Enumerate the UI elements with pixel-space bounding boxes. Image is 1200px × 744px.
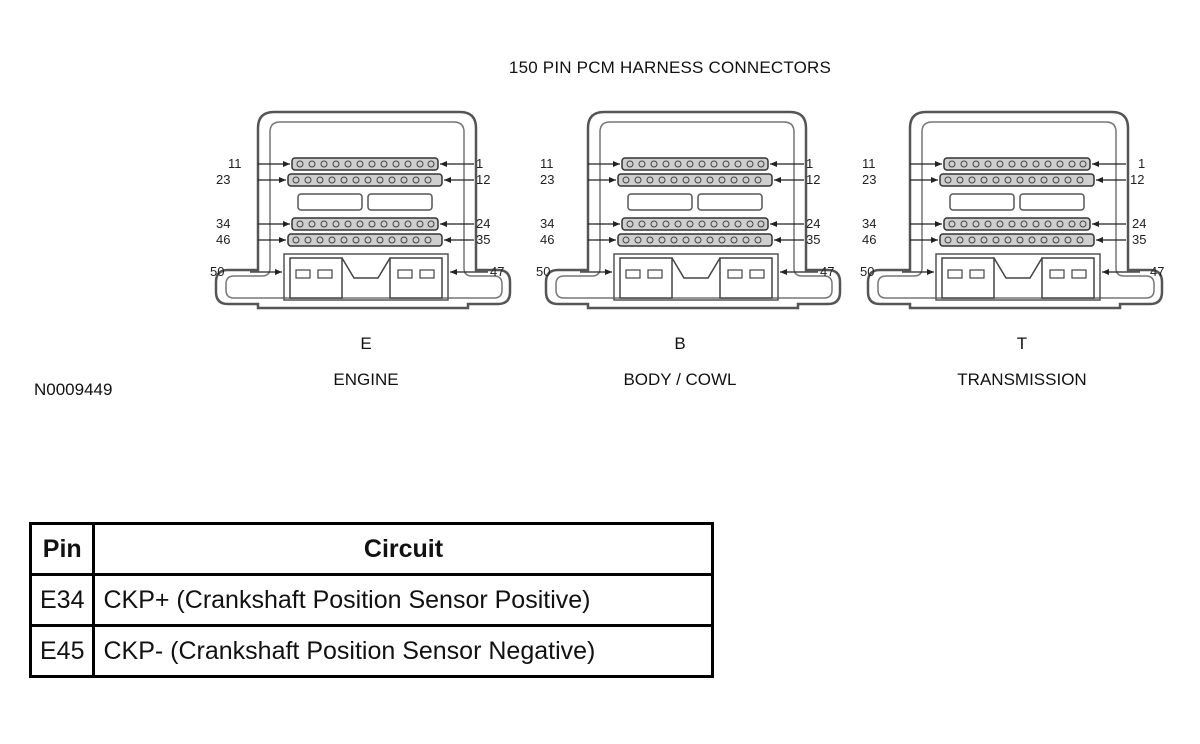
diagram-title: 150 PIN PCM HARNESS CONNECTORS	[508, 58, 832, 77]
pin-label: 11	[540, 156, 554, 171]
pin-label: 1	[806, 156, 813, 171]
connector-diagram: 11 23 34 46 50 1 12 24 35 47 11 23 34 46…	[210, 110, 1164, 310]
pin-label: 12	[1130, 172, 1144, 187]
pin-label: 23	[862, 172, 876, 187]
pin-label: 35	[1132, 232, 1146, 247]
pin-label: 23	[540, 172, 554, 187]
table-row: E45 CKP- (Crankshaft Position Sensor Neg…	[28, 624, 715, 678]
pin-label: 23	[216, 172, 230, 187]
pin-label: 34	[216, 216, 230, 231]
pin-label: 47	[1150, 264, 1164, 279]
connector-letter-b: B	[674, 334, 686, 353]
column-header-pin: Pin	[28, 522, 96, 576]
pin-label: 46	[540, 232, 554, 247]
pin-label: 1	[1138, 156, 1145, 171]
pin-label: 35	[476, 232, 490, 247]
pin-label: 46	[216, 232, 230, 247]
pin-label: 46	[862, 232, 876, 247]
connector-name-engine: ENGINE	[333, 370, 399, 389]
pin-label: 47	[820, 264, 834, 279]
pin-label: 50	[860, 264, 874, 279]
pin-label: 50	[210, 264, 224, 279]
pin-cell: E45	[28, 624, 96, 678]
table-row: E34 CKP+ (Crankshaft Position Sensor Pos…	[28, 573, 715, 627]
pin-label: 11	[228, 156, 242, 171]
pin-label: 24	[806, 216, 820, 231]
pin-label: 24	[476, 216, 490, 231]
connector-name-transmission: TRANSMISSION	[957, 370, 1087, 389]
pin-label: 34	[862, 216, 876, 231]
pin-label: 50	[536, 264, 550, 279]
circuit-cell: CKP- (Crankshaft Position Sensor Negativ…	[92, 624, 715, 678]
pin-circuit-table: Pin Circuit E34 CKP+ (Crankshaft Positio…	[28, 522, 715, 678]
pin-label: 35	[806, 232, 820, 247]
connector-letter-e: E	[360, 334, 372, 353]
pin-label: 34	[540, 216, 554, 231]
connector-engine: 11 23 34 46 50 1 12 24 35 47	[210, 110, 512, 310]
pin-label: 24	[1132, 216, 1146, 231]
pin-label: 12	[806, 172, 820, 187]
connector-body-cowl: 11 23 34 46 50 1 12 24 35 47	[536, 110, 842, 310]
pin-cell: E34	[28, 573, 96, 627]
connector-name-body-cowl: BODY / COWL	[623, 370, 737, 389]
connector-letter-t: T	[1016, 334, 1028, 353]
pin-label: 47	[490, 264, 504, 279]
column-header-circuit: Circuit	[92, 522, 715, 576]
connector-transmission: 11 23 34 46 50 1 12 24 35 47	[860, 110, 1164, 310]
pin-label: 11	[862, 156, 876, 171]
pin-label: 1	[476, 156, 483, 171]
circuit-cell: CKP+ (Crankshaft Position Sensor Positiv…	[92, 573, 715, 627]
table-header-row: Pin Circuit	[28, 522, 715, 576]
pin-label: 12	[476, 172, 490, 187]
figure-id: N0009449	[34, 380, 113, 399]
